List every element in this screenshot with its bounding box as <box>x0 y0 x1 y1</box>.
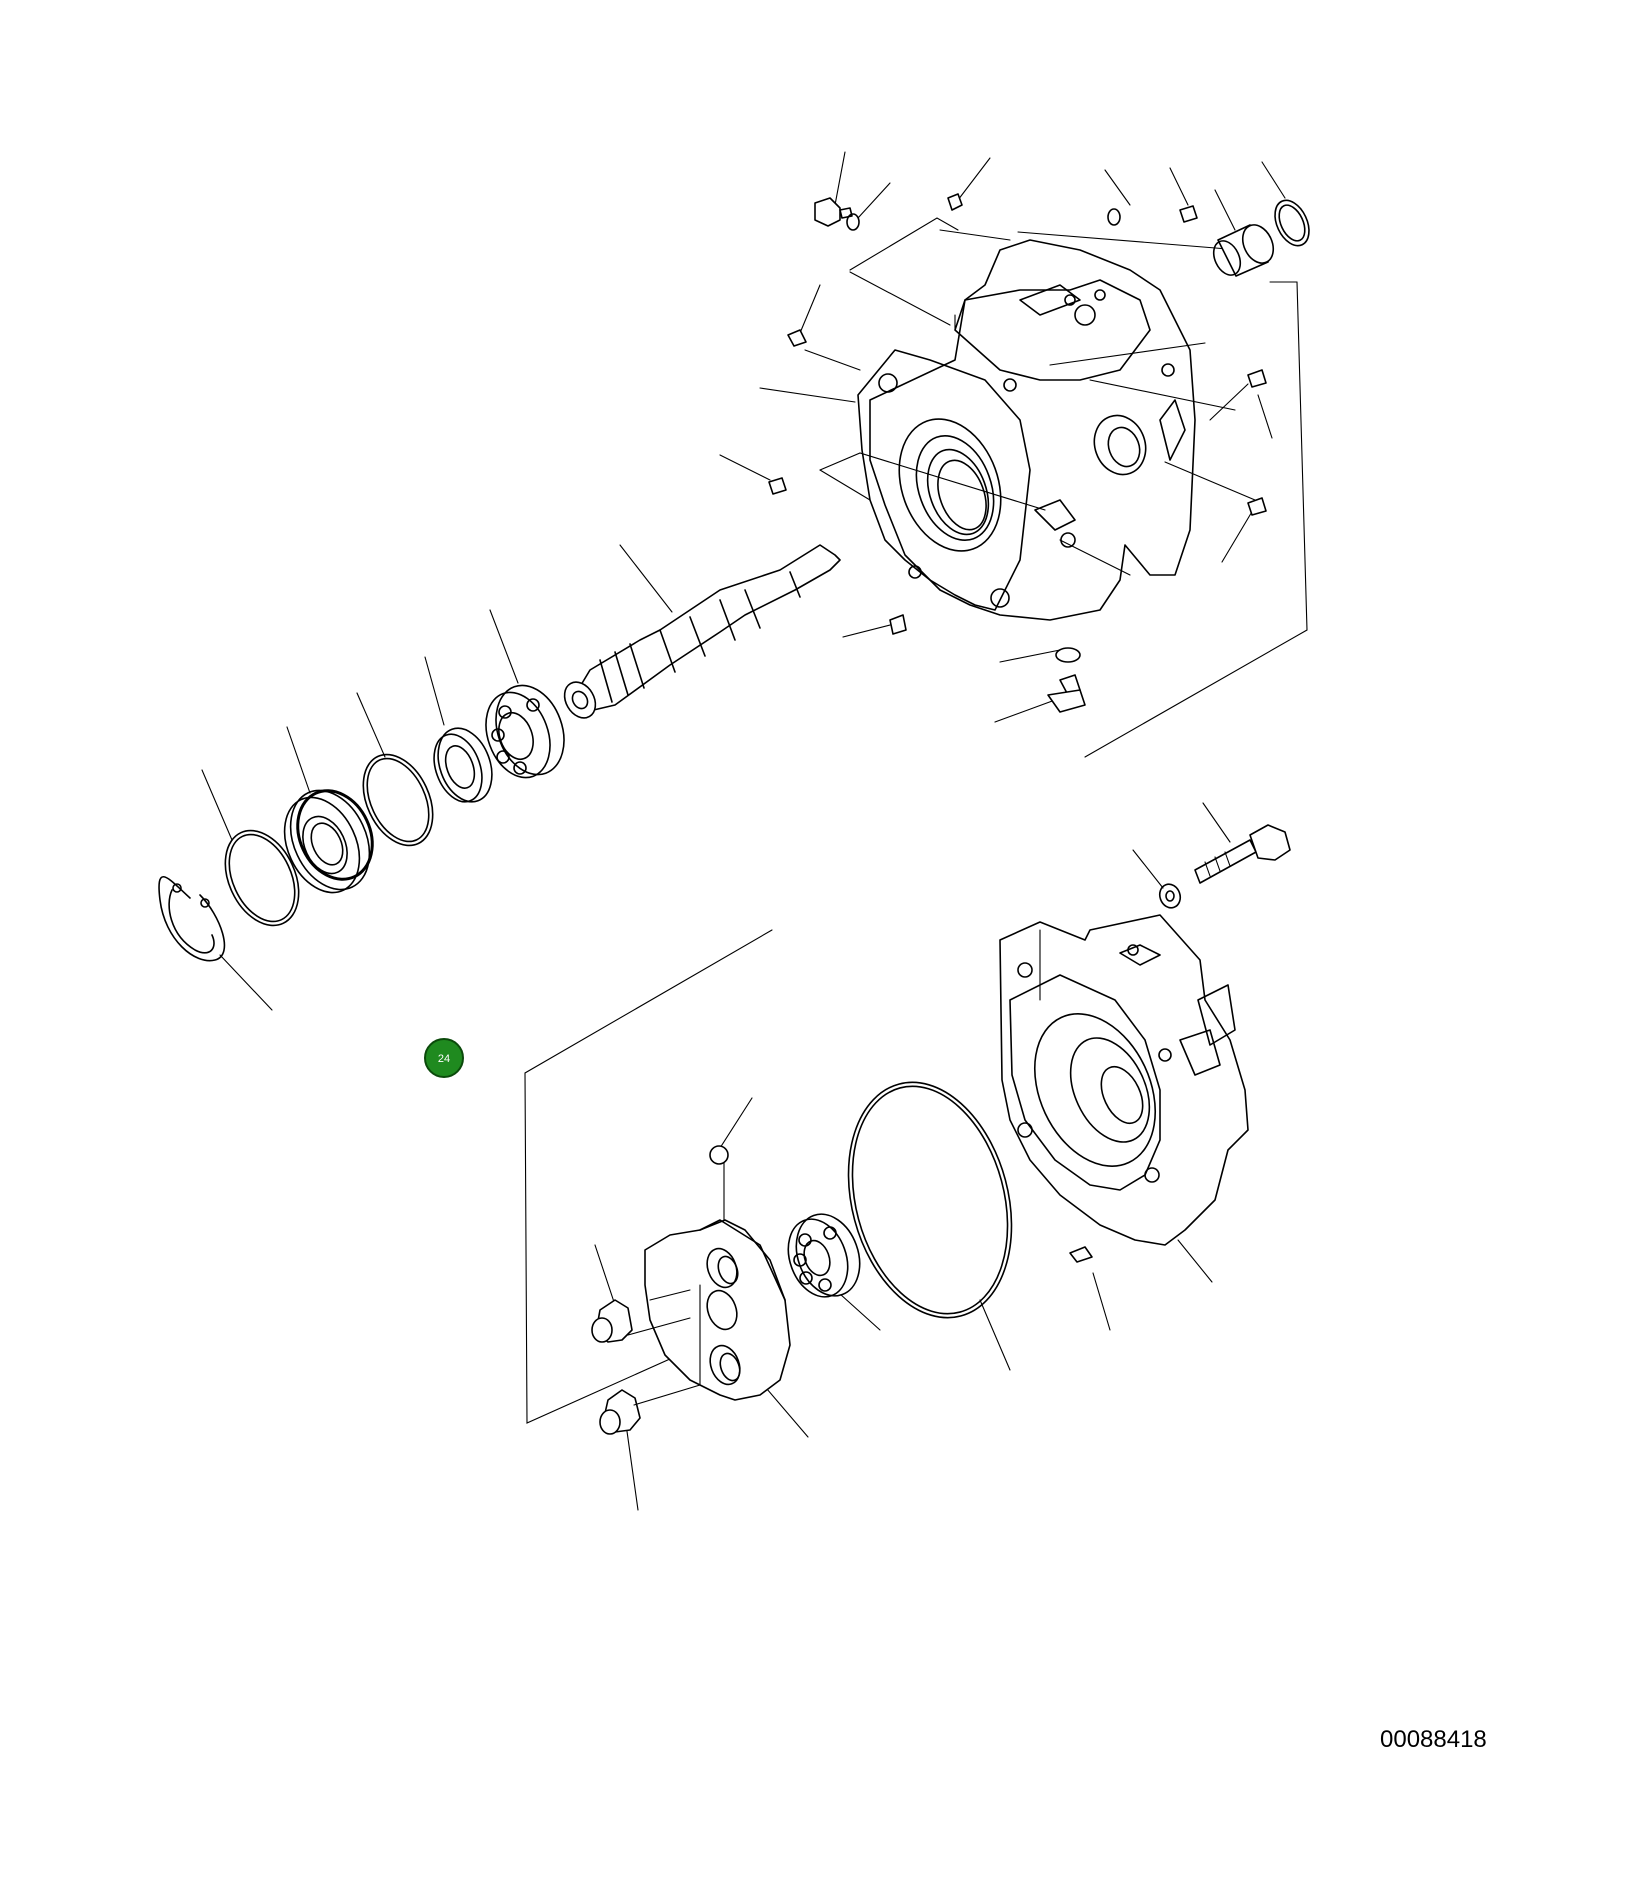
bolt[interactable] <box>1194 824 1291 884</box>
drawing-number: 00088418 <box>1380 1726 1487 1753</box>
callout-label: 24 <box>438 1053 450 1065</box>
plug-bottom-1[interactable] <box>889 614 907 635</box>
lower-right-leader-lines <box>594 802 1231 1511</box>
washer[interactable] <box>1156 881 1183 910</box>
snap-ring[interactable] <box>158 876 226 962</box>
o-ring-bottom[interactable] <box>1055 647 1081 663</box>
pump-case[interactable] <box>857 239 1196 621</box>
plug-small-2[interactable] <box>1179 205 1198 223</box>
lower-left-leader-lines <box>201 609 519 1011</box>
o-ring-large[interactable] <box>350 743 447 856</box>
o-ring-cover[interactable] <box>824 1064 1037 1336</box>
plug-left-2[interactable] <box>768 477 787 495</box>
plug-left-1[interactable] <box>787 329 807 347</box>
plug-right-1[interactable] <box>1247 369 1267 388</box>
plug-lower-1[interactable] <box>591 1299 633 1343</box>
bearing-race[interactable] <box>425 721 501 810</box>
plug-right-2[interactable] <box>1247 497 1267 516</box>
roller-bearing-lower[interactable] <box>778 1205 871 1305</box>
o-ring-small-2[interactable] <box>1107 208 1121 226</box>
end-cover[interactable] <box>999 914 1249 1246</box>
steel-ball[interactable] <box>709 1145 729 1165</box>
callout-marker-24[interactable]: 24 <box>424 1038 464 1078</box>
upper-assembly-bracket <box>1084 281 1308 758</box>
dowel-pin[interactable] <box>1069 1246 1093 1263</box>
oil-seal-housing[interactable] <box>270 778 386 905</box>
lower-assembly-bracket <box>524 929 773 1424</box>
plug-bolt-top-left[interactable] <box>814 197 853 227</box>
roller-bearing-upper[interactable] <box>475 676 576 787</box>
plug-small-1[interactable] <box>947 193 963 211</box>
sleeve[interactable] <box>1209 220 1280 279</box>
backup-ring[interactable] <box>211 819 313 938</box>
valve-plate[interactable] <box>644 1219 791 1401</box>
check-valve[interactable] <box>1047 674 1086 713</box>
plug-lower-2[interactable] <box>599 1389 641 1435</box>
upper-leader-lines <box>619 151 1286 723</box>
drive-shaft[interactable] <box>558 544 841 723</box>
o-ring-sleeve[interactable] <box>1268 195 1315 251</box>
lower-connector-lines <box>627 1162 725 1406</box>
o-ring-small-1[interactable] <box>846 213 860 231</box>
